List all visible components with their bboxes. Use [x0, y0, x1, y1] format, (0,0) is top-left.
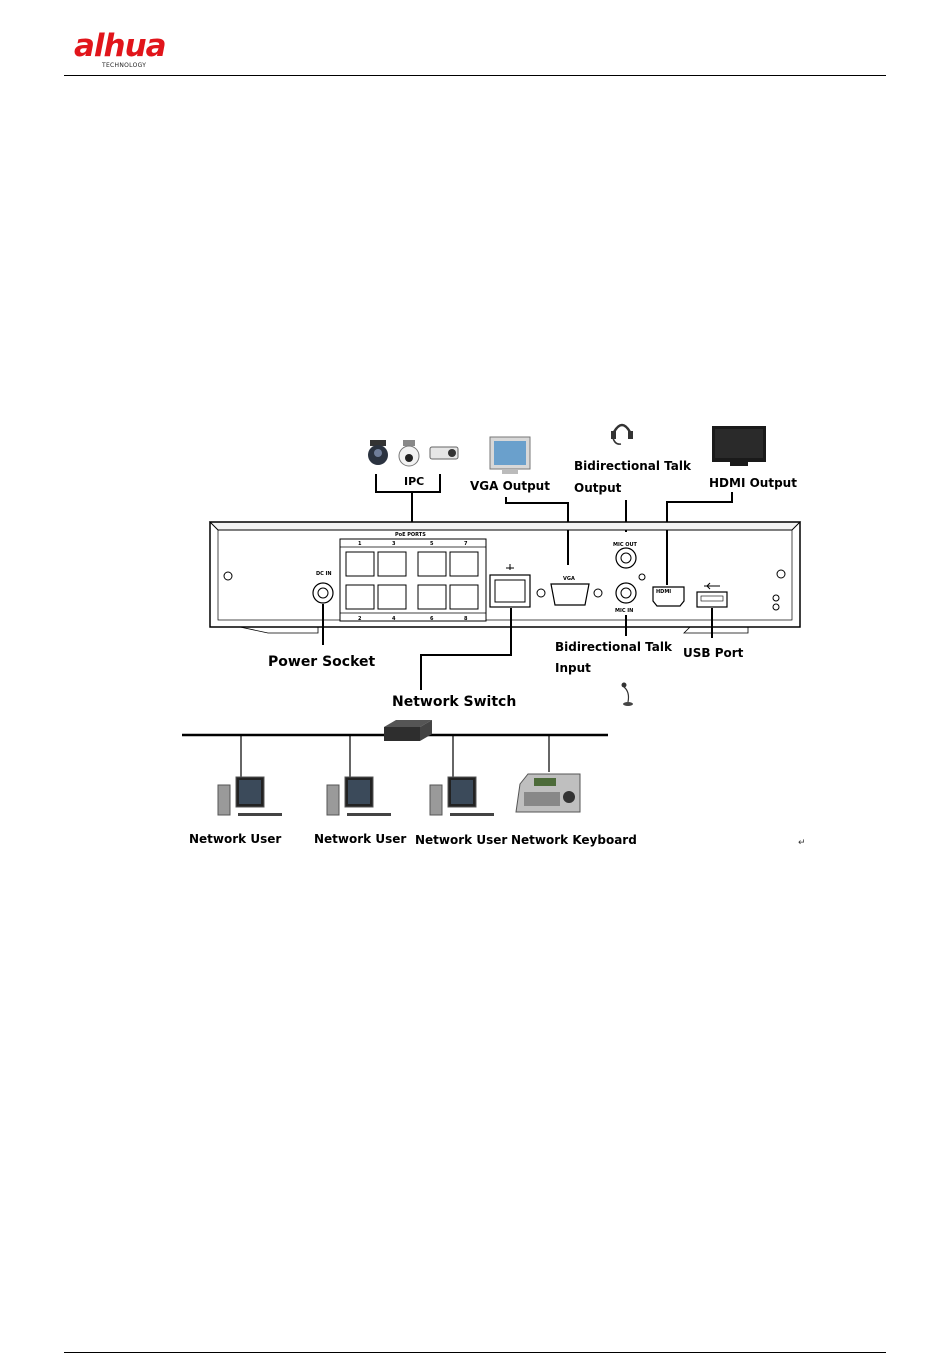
hdmi-line — [667, 492, 732, 585]
network-user-label-2: Network User — [314, 832, 406, 846]
usb-port-inner — [701, 596, 723, 601]
power-socket-inner — [318, 588, 328, 598]
network-keyboard-icon — [516, 774, 580, 812]
vga-line — [506, 497, 568, 565]
status-led — [639, 574, 645, 580]
mic-out-port-label: MIC OUT — [613, 542, 638, 548]
poe-ports-block — [340, 539, 486, 621]
port-number-1: 1 — [358, 541, 362, 547]
paragraph-return-mark: ↵ — [798, 838, 806, 848]
hdmi-output-label: HDMI Output — [709, 476, 797, 490]
hdmi-port-label: HDMI — [656, 589, 671, 595]
port-number-7: 7 — [464, 541, 468, 547]
port-number-8: 8 — [464, 616, 468, 622]
dc-in-label: DC IN — [316, 571, 332, 577]
network-switch-icon — [384, 720, 432, 741]
network-user-label-1: Network User — [189, 832, 281, 846]
power-socket-label: Power Socket — [268, 654, 376, 670]
network-switch-label: Network Switch — [392, 694, 516, 710]
network-user-pc-icon-2 — [327, 777, 391, 816]
vga-screw-right — [594, 589, 602, 597]
bidirectional-talk-input-label-1: Bidirectional Talk — [555, 640, 673, 654]
usb-port-label: USB Port — [683, 646, 744, 660]
network-port-icon — [490, 564, 530, 607]
ipc-cameras-icon — [368, 440, 458, 466]
bidirectional-talk-output-label-2: Output — [574, 481, 622, 495]
network-user-label-3: Network User — [415, 833, 507, 847]
vga-port-icon — [551, 584, 589, 605]
network-keyboard-label: Network Keyboard — [511, 833, 637, 847]
hdmi-tv-icon — [712, 426, 766, 466]
vga-monitor-icon — [490, 437, 530, 474]
network-user-pc-icon-3 — [430, 777, 494, 816]
mic-out-port-inner — [621, 553, 631, 563]
ipc-label: IPC — [404, 475, 424, 488]
mic-in-port-inner — [621, 588, 631, 598]
bidirectional-talk-input-label-2: Input — [555, 661, 591, 675]
port-number-3: 3 — [392, 541, 396, 547]
network-user-pc-icon-1 — [218, 777, 282, 816]
port-number-5: 5 — [430, 541, 434, 547]
vga-output-label: VGA Output — [470, 479, 550, 493]
port-number-6: 6 — [430, 616, 434, 622]
port-number-2: 2 — [358, 616, 362, 622]
headset-icon — [611, 425, 633, 444]
microphone-icon — [622, 683, 634, 707]
vga-screw-left — [537, 589, 545, 597]
port-number-4: 4 — [392, 616, 396, 622]
usb-symbol-icon — [704, 583, 720, 589]
vga-port-label: VGA — [563, 576, 575, 582]
poe-ports-label: PoE PORTS — [395, 532, 426, 538]
bidirectional-talk-output-label-1: Bidirectional Talk — [574, 459, 692, 473]
mic-in-port-label: MIC IN — [615, 608, 633, 614]
